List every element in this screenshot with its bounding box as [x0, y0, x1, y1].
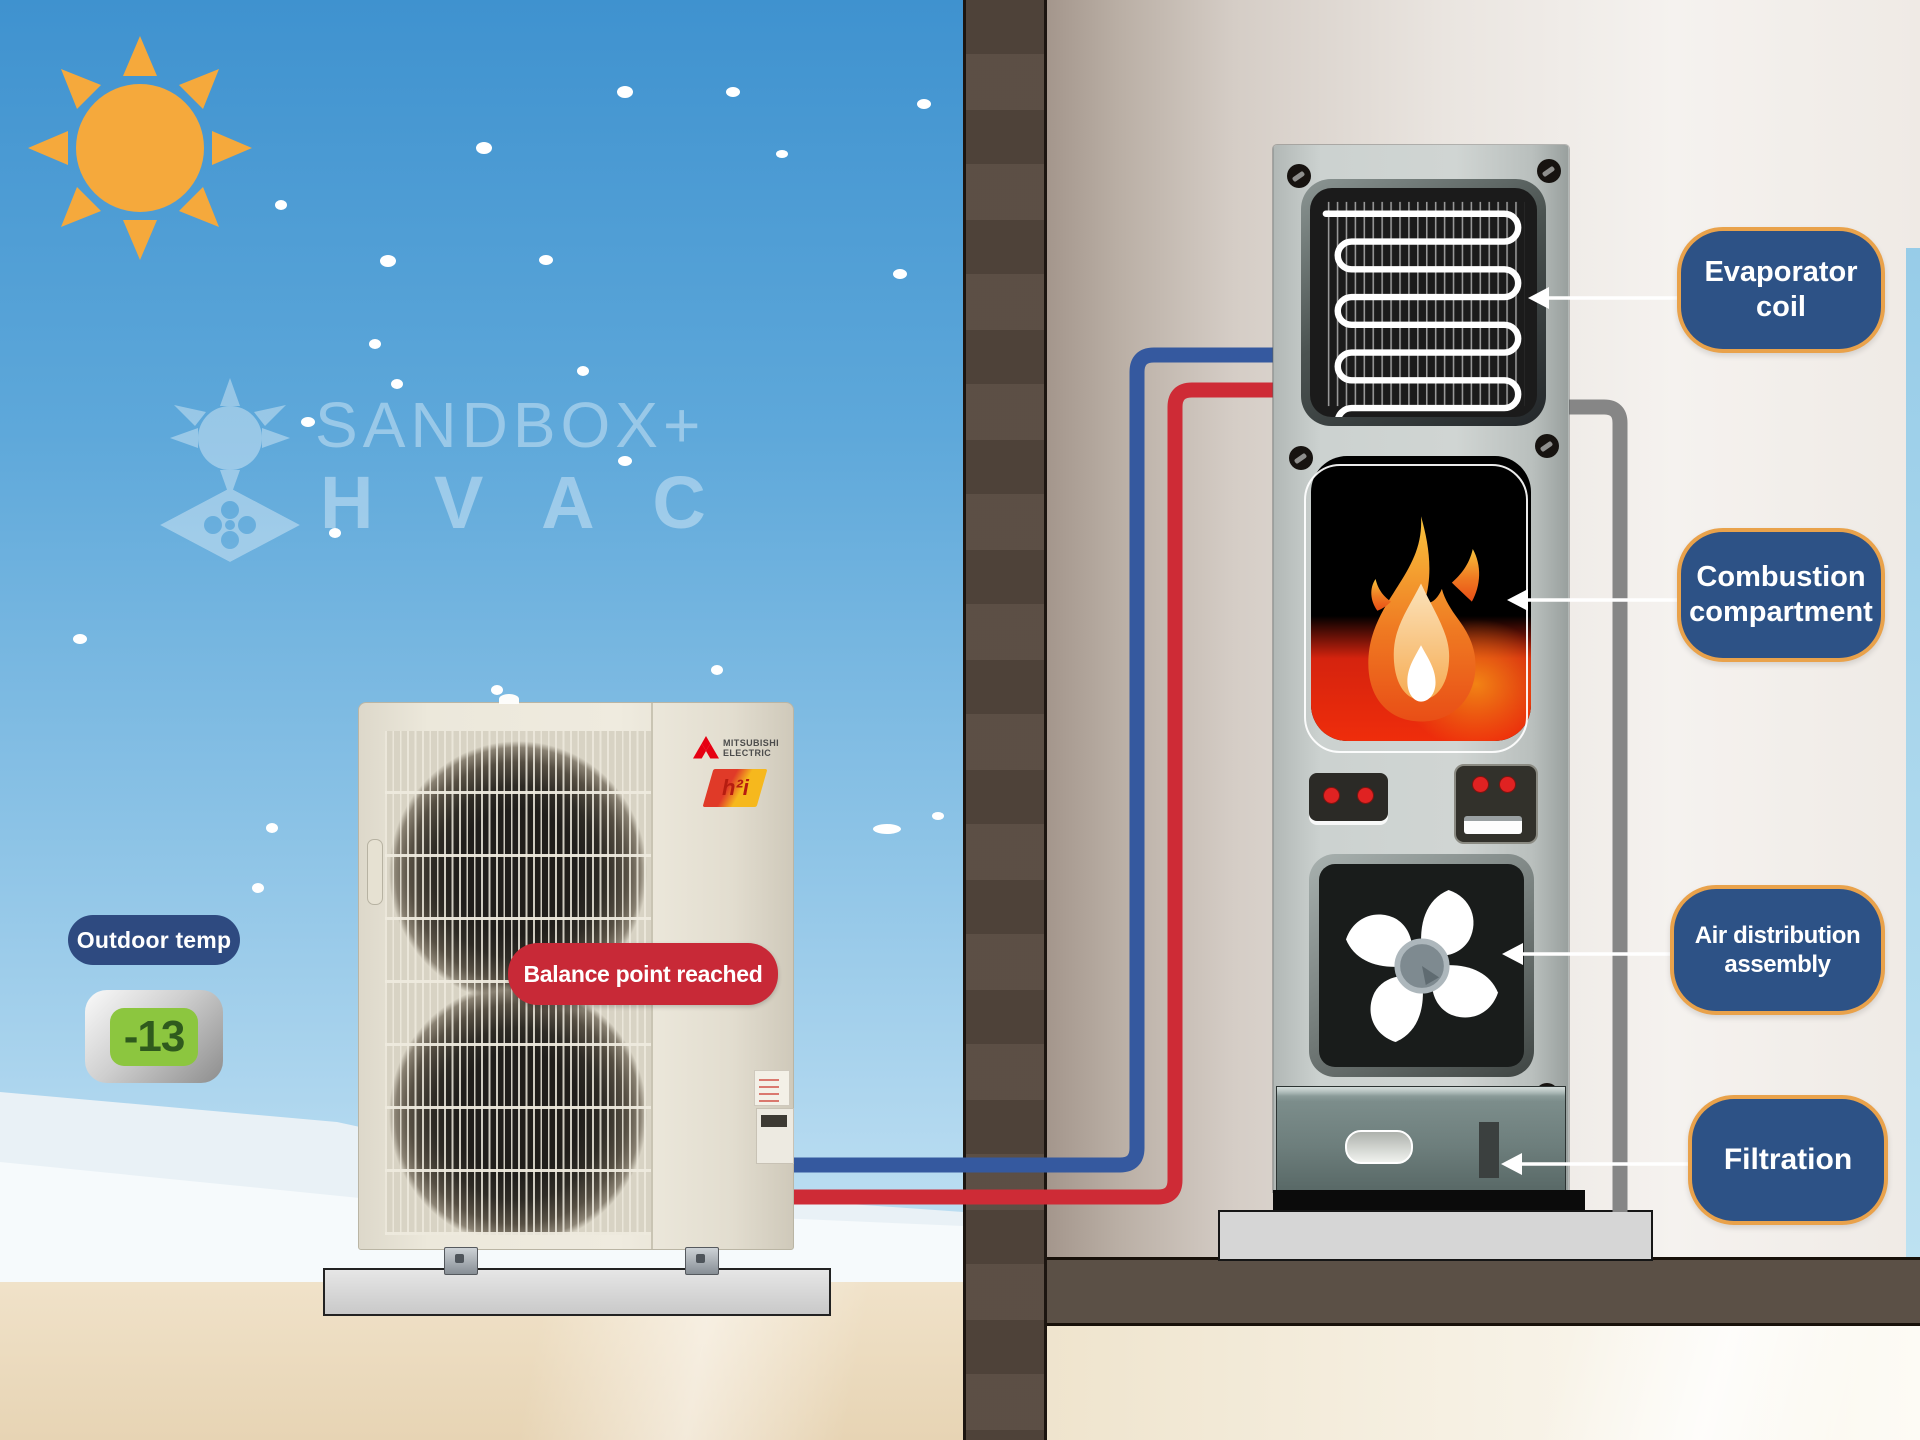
- label-line: assembly: [1724, 951, 1831, 978]
- mitsubishi-brand: MITSUBISHI ELECTRIC: [693, 736, 793, 760]
- indicator-light-icon: [1323, 787, 1340, 804]
- combustion-panel: [1311, 456, 1531, 741]
- status-badge: Balance point reached: [508, 943, 778, 1005]
- watermark-subtitle: H V A C: [320, 461, 726, 544]
- energy-label-sticker: [756, 1108, 794, 1164]
- base-vent-slot: [1345, 1130, 1413, 1164]
- screw-icon: [1287, 164, 1311, 188]
- mitsubishi-logo-icon: [693, 736, 719, 759]
- evaporator-coil-panel: [1301, 179, 1546, 426]
- unit-side-handle: [367, 839, 383, 905]
- outdoor-unit-pad: [323, 1268, 831, 1316]
- status-badge-text: Balance point reached: [523, 960, 763, 987]
- watermark-title: SANDBOX+: [315, 389, 706, 461]
- sun-icon: [28, 36, 252, 260]
- spec-sticker: [754, 1070, 790, 1106]
- arrowhead-icon: [1501, 1153, 1522, 1175]
- filter-slot: [1479, 1122, 1499, 1178]
- indicator-light-icon: [1499, 776, 1516, 793]
- brand-line2: ELECTRIC: [723, 748, 772, 758]
- blower-fan-icon: [1345, 889, 1498, 1042]
- label-evaporator-coil: Evaporator coil: [1677, 227, 1885, 353]
- control-display-slot: [1464, 816, 1522, 834]
- temp-value: -13: [110, 1007, 198, 1066]
- label-line: compartment: [1689, 596, 1873, 628]
- snowflakes: [73, 86, 944, 893]
- temp-display: -13: [85, 990, 223, 1083]
- indoor-floor: [1041, 1326, 1920, 1440]
- control-panel-right: [1454, 764, 1538, 844]
- label-line: Filtration: [1723, 1142, 1853, 1176]
- brand-line1: MITSUBISHI: [723, 738, 780, 748]
- label-line: coil: [1756, 291, 1806, 323]
- watermark-logo-icon: [160, 378, 300, 562]
- floor-beam: [1041, 1257, 1920, 1326]
- label-line: Evaporator: [1704, 255, 1858, 288]
- screw-icon: [1289, 446, 1313, 470]
- label-line: Air distribution: [1694, 921, 1861, 949]
- furnace-pad: [1218, 1210, 1653, 1261]
- arrowhead-icon: [1528, 287, 1549, 309]
- label-line: Combustion: [1696, 560, 1866, 593]
- refrigerant-cold-line: [760, 347, 1276, 1173]
- outdoor-temp-label: Outdoor temp: [76, 926, 232, 953]
- refrigerant-hot-line: [760, 382, 1276, 1205]
- furnace-base-strip: [1273, 1190, 1585, 1210]
- screw-icon: [1535, 434, 1559, 458]
- indicator-light-icon: [1357, 787, 1374, 804]
- evaporator-coil-icon: [1322, 201, 1525, 417]
- unit-foot-left: [444, 1247, 478, 1275]
- furnace-unit: [1273, 145, 1569, 1192]
- furnace-base-pedestal: [1276, 1086, 1566, 1191]
- label-air-distribution-assembly: Air distribution assembly: [1670, 885, 1885, 1015]
- outdoor-temp-badge: Outdoor temp: [68, 915, 240, 965]
- arrowhead-icon: [1502, 943, 1523, 965]
- label-combustion-compartment: Combustion compartment: [1677, 528, 1885, 662]
- control-panel-left: [1309, 773, 1388, 821]
- blower-panel: [1309, 854, 1534, 1077]
- indicator-light-icon: [1472, 776, 1489, 793]
- flame-icon: [1368, 516, 1480, 722]
- unit-foot-right: [685, 1247, 719, 1275]
- arrowhead-icon: [1507, 589, 1528, 611]
- label-filtration: Filtration: [1688, 1095, 1888, 1225]
- unit-top-cap: [499, 694, 519, 704]
- screw-icon: [1537, 159, 1561, 183]
- window-light-strip: [1906, 248, 1920, 1257]
